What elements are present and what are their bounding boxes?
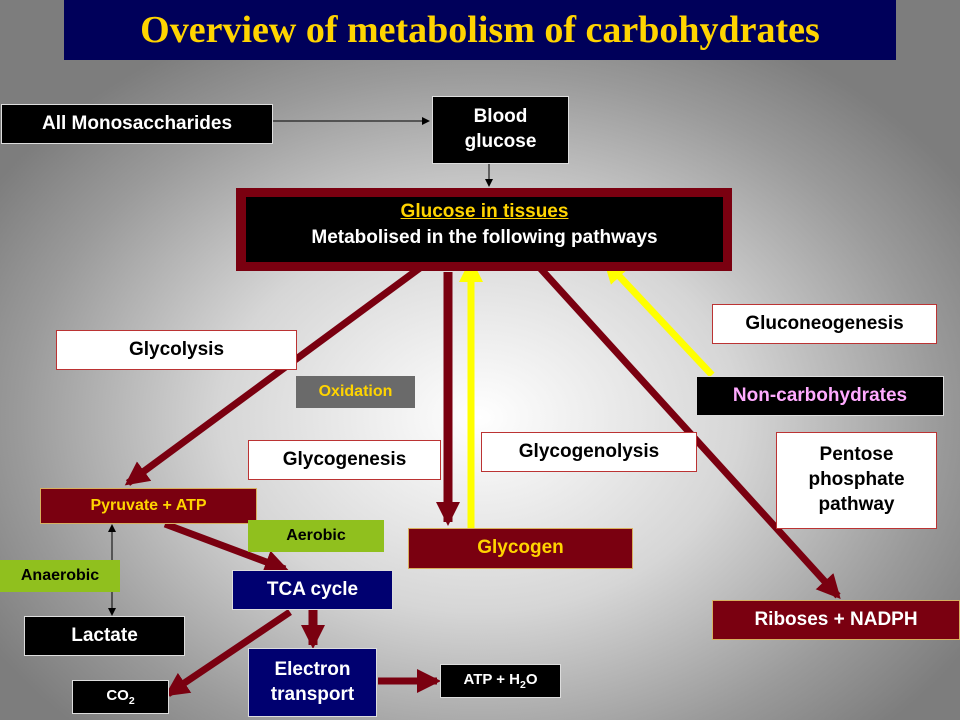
pyruvate-atp-box: Pyruvate + ATP — [40, 488, 257, 524]
non-carbohydrates-box: Non-carbohydrates — [696, 376, 944, 416]
tissues-heading: Glucose in tissues — [400, 201, 569, 222]
oxidation-label: Oxidation — [296, 376, 415, 408]
all-monosaccharides-box: All Monosaccharides — [1, 104, 273, 144]
tca-cycle-box: TCA cycle — [232, 570, 393, 610]
arrow-gluconeogenesis — [603, 259, 715, 378]
gluconeogenesis-label: Gluconeogenesis — [712, 304, 937, 344]
arrow-glycolysis — [124, 259, 431, 486]
pentose-phosphate-label: Pentose phosphate pathway — [776, 432, 937, 529]
glycogen-box: Glycogen — [408, 528, 633, 569]
glucose-in-tissues-box: Glucose in tissues Metabolised in the fo… — [246, 197, 723, 262]
lactate-box: Lactate — [24, 616, 185, 656]
glycogenolysis-label: Glycogenolysis — [481, 432, 697, 472]
anaerobic-label: Anaerobic — [0, 560, 120, 592]
co2-box: CO2 — [72, 680, 169, 714]
page-title: Overview of metabolism of carbohydrates — [64, 0, 896, 60]
riboses-nadph-box: Riboses + NADPH — [712, 600, 960, 640]
atp-h2o-box: ATP + H2O — [440, 664, 561, 698]
arrow-tca-to-co2 — [164, 609, 292, 697]
arrow-pyruvate-to-tca — [163, 520, 289, 574]
aerobic-label: Aerobic — [248, 520, 384, 552]
tissues-subheading: Metabolised in the following pathways — [311, 227, 658, 248]
blood-glucose-box: Blood glucose — [432, 96, 569, 164]
electron-transport-box: Electron transport — [248, 648, 377, 717]
glycolysis-label: Glycolysis — [56, 330, 297, 370]
glycogenesis-label: Glycogenesis — [248, 440, 441, 480]
